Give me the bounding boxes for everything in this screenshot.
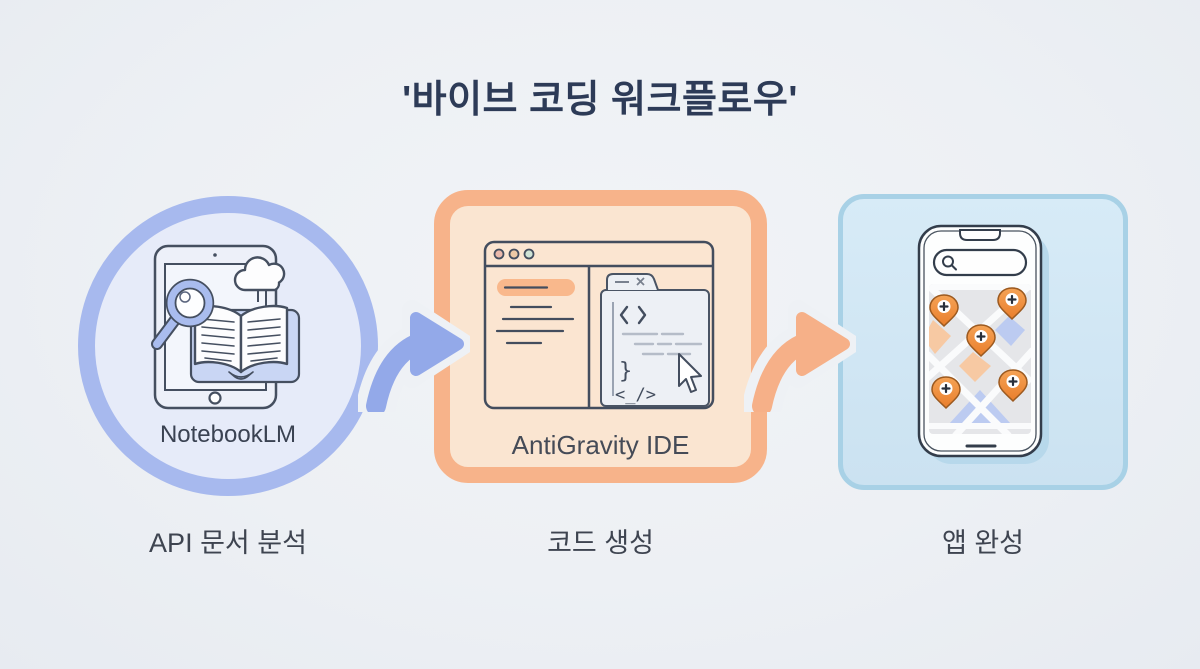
tab-close-icon <box>636 277 645 286</box>
window-dot-red <box>493 248 505 260</box>
step-label-app-complete: 앱 완성 <box>941 528 1025 558</box>
page-title: '바이브 코딩 워크플로우' <box>402 79 798 121</box>
window-dot-orange <box>508 248 520 260</box>
phone-map-icon <box>917 224 1049 464</box>
map-pin <box>931 376 961 410</box>
map-pin <box>929 294 959 328</box>
editor-tab <box>606 273 659 291</box>
tool-label-notebooklm: NotebookLM <box>159 421 297 448</box>
code-brace-glyph: } <box>619 359 632 384</box>
cursor-icon <box>678 353 702 393</box>
stage-notebooklm: NotebookLM <box>78 196 378 496</box>
map-pin <box>998 369 1028 403</box>
map-pin <box>997 287 1027 321</box>
code-close-tag-glyph: <_/> <box>615 385 656 405</box>
tool-label-antigravity: AntiGravity IDE <box>511 430 690 460</box>
ide-window-icon: } <_/> <box>483 240 715 410</box>
step-label-code-generation: 코드 생성 <box>547 528 654 558</box>
tablet-research-icon <box>151 244 301 410</box>
stage-antigravity-ide: } <_/> AntiGravity IDE <box>434 190 767 483</box>
magnifier-icon <box>151 278 215 350</box>
step-label-api-analysis: API 문서 분석 <box>149 528 307 558</box>
code-open-tag-glyph <box>619 305 647 325</box>
arrow-step2-to-step3 <box>744 300 856 412</box>
window-dot-green <box>523 248 535 260</box>
search-bar <box>932 248 1028 277</box>
map-pins <box>929 287 1028 410</box>
map-pin <box>966 324 996 358</box>
phone-notch <box>959 229 1001 241</box>
stage-finished-app <box>838 194 1128 490</box>
search-icon <box>942 255 957 271</box>
arrow-step1-to-step2 <box>358 300 470 412</box>
